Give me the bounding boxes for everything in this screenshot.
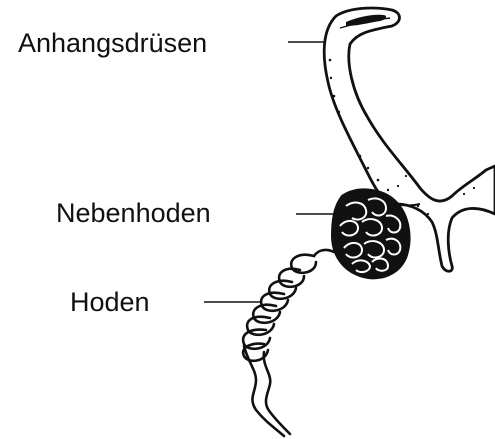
testis-shape xyxy=(243,250,334,436)
label-nebenhoden: Nebenhoden xyxy=(56,200,211,227)
label-hoden: Hoden xyxy=(70,289,150,316)
label-anhangsdruesen: Anhangsdrüsen xyxy=(18,30,207,57)
